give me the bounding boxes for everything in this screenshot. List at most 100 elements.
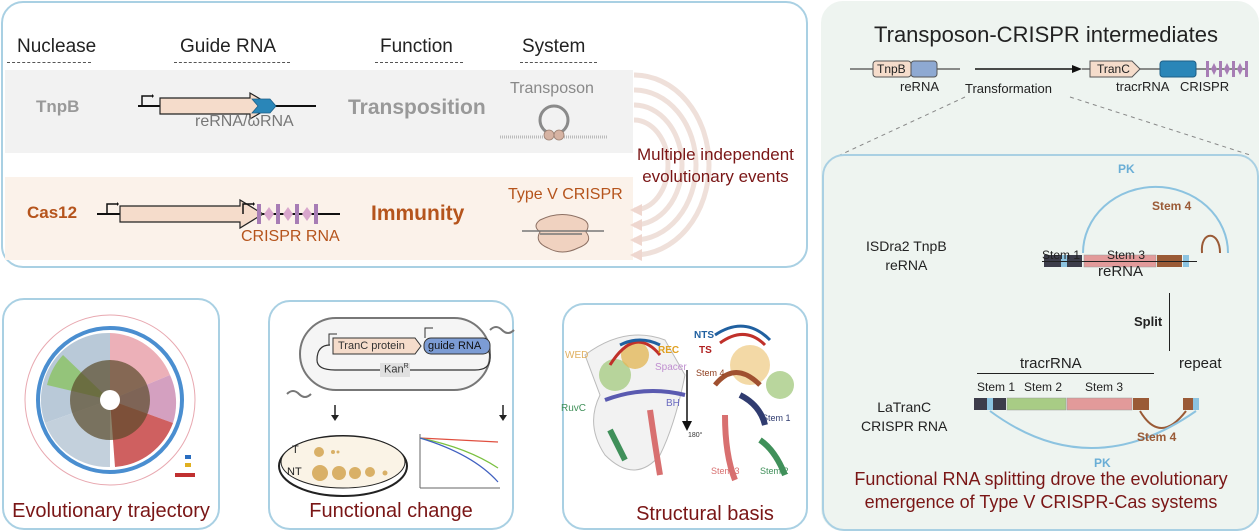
down-arrows xyxy=(331,405,507,421)
rerna-bracket-line xyxy=(1042,261,1197,262)
label-ts: TS xyxy=(699,345,712,356)
guide-rna-box xyxy=(423,337,491,355)
isdra2-name-line1: ISDra2 TnpB xyxy=(866,238,947,254)
label-spacer: Spacer xyxy=(655,362,687,373)
right-panel-title: Transposon-CRISPR intermediates xyxy=(874,22,1218,47)
function-transposition: Transposition xyxy=(348,96,486,119)
label-stem2-structure: Stem 2 xyxy=(760,466,789,476)
evolutionary-events-text: Multiple independent evolutionary events xyxy=(637,144,794,188)
transposon-icon xyxy=(500,104,608,141)
crispr-complex-icon xyxy=(522,214,604,253)
bottom-pk-arc xyxy=(989,410,1197,449)
header-system-underline xyxy=(520,62,597,63)
cell-plasmid-figure xyxy=(286,317,515,398)
split-arrow-line xyxy=(1169,293,1170,351)
header-system: System xyxy=(522,36,586,57)
cas12-gene-diagram xyxy=(97,198,340,230)
function-immunity: Immunity xyxy=(371,202,465,225)
top-stem1-label: Stem 1 xyxy=(1042,248,1081,262)
tracrrna-gene-label: tracrRNA xyxy=(1116,79,1170,94)
split-label: Split xyxy=(1134,314,1163,329)
tnpb-row-background xyxy=(5,70,633,153)
tnpb-label: TnpB xyxy=(36,97,80,116)
pk-arc xyxy=(1082,185,1229,254)
bottom-stem1-label: Stem 1 xyxy=(977,380,1016,394)
curve-blue xyxy=(419,437,499,483)
rerna-gene-box xyxy=(910,60,938,78)
growth-curve-chart xyxy=(419,434,500,489)
agar-plate xyxy=(278,435,408,497)
label-rotation: 180° xyxy=(688,432,703,439)
conclusion-text: Functional RNA splitting drove the evolu… xyxy=(831,468,1251,514)
kan-text: Kan xyxy=(384,363,404,376)
header-nuclease: Nuclease xyxy=(17,36,97,57)
bottom-pk-label: PK xyxy=(1094,456,1111,470)
kan-label: KanR xyxy=(384,363,409,376)
tracrrna-bracket-label: tracrRNA xyxy=(1020,355,1082,372)
kan-box xyxy=(380,363,410,377)
header-guide-rna: Guide RNA xyxy=(180,36,277,57)
label-wed: WED xyxy=(565,350,589,361)
top-stem3-label: Stem 3 xyxy=(1107,248,1146,262)
crispr-rna-structure xyxy=(974,397,1199,449)
tnpb-gene-diagram xyxy=(138,91,316,121)
top-stem4-label: Stem 4 xyxy=(1152,199,1192,213)
structural-basis-caption: Structural basis xyxy=(636,503,774,525)
bottom-stem4-label: Stem 4 xyxy=(1137,430,1177,444)
crispr-gene-label: CRISPR xyxy=(1180,79,1230,94)
latranc-name: LaTranC CRISPR RNA xyxy=(861,398,947,436)
transformation-label: Transformation xyxy=(965,81,1052,96)
guide-rna-plasmid-label: guide RNA xyxy=(428,340,482,352)
bottom-stem3-label: Stem 3 xyxy=(1085,380,1124,394)
stem2-block xyxy=(1006,397,1067,411)
bottom-stem2-label: Stem 2 xyxy=(1024,380,1063,394)
intermediate-gene-diagram xyxy=(850,60,1248,78)
plate-target-label: T xyxy=(292,444,299,456)
tracrrna-bracket-line xyxy=(977,373,1154,374)
curve-red xyxy=(419,437,499,443)
evolutionary-events-line1: Multiple independent xyxy=(637,145,794,164)
label-bh: BH xyxy=(666,398,680,409)
functional-change-caption: Functional change xyxy=(309,500,473,522)
evolutionary-events-line2: evolutionary events xyxy=(642,167,789,186)
label-rec: REC xyxy=(658,345,680,356)
kan-superscript: R xyxy=(403,363,409,370)
repeat-label: repeat xyxy=(1179,355,1222,372)
rerna-bracket-label: reRNA xyxy=(1098,263,1144,280)
curve-green xyxy=(419,437,499,469)
crispr-rna-label: CRISPR RNA xyxy=(241,228,340,245)
rerna-gene-label: reRNA xyxy=(900,79,940,94)
crispr-array xyxy=(257,204,318,224)
conclusion-line1: Functional RNA splitting drove the evolu… xyxy=(854,469,1228,489)
rerna-element xyxy=(251,98,277,114)
system-type-v-crispr-label: Type V CRISPR xyxy=(508,186,623,203)
tracrrna-gene-box xyxy=(1159,60,1197,78)
stem4-arc xyxy=(1200,234,1221,254)
conclusion-line2: emergence of Type V CRISPR-Cas systems xyxy=(864,492,1218,512)
plate-nontarget-label: NT xyxy=(287,466,302,478)
label-nts: NTS xyxy=(694,330,714,341)
bottom-stem4-arc xyxy=(1139,410,1187,429)
latranc-name-line1: LaTranC xyxy=(877,399,932,415)
cas12-row-background xyxy=(5,177,633,260)
header-function-underline xyxy=(375,62,463,63)
stem3-block-bottom xyxy=(1066,397,1133,411)
header-function: Function xyxy=(380,36,453,57)
top-pk-label: PK xyxy=(1118,162,1135,176)
tranc-protein-label: TranC protein xyxy=(338,340,405,352)
cas12-gene-arrow xyxy=(119,198,265,230)
rna-split-inset xyxy=(822,154,1259,531)
header-guide-rna-underline xyxy=(174,62,290,63)
rerna-label: reRNA/ωRNA xyxy=(195,113,294,130)
label-stem4-structure: Stem 4 xyxy=(696,368,725,378)
system-transposon-label: Transposon xyxy=(510,80,594,97)
label-stem1-structure: Stem 1 xyxy=(762,413,791,423)
isdra2-name: ISDra2 TnpB reRNA xyxy=(866,237,947,275)
zoom-dashed-lines xyxy=(839,96,1251,155)
cas12-label: Cas12 xyxy=(27,203,78,222)
tranc-gene-label: TranC xyxy=(1097,62,1130,76)
tranc-protein-box xyxy=(332,337,422,355)
isdra2-name-line2: reRNA xyxy=(885,257,928,273)
phylogenetic-tree-figure xyxy=(24,314,196,486)
protein-structure-figure xyxy=(584,324,794,482)
